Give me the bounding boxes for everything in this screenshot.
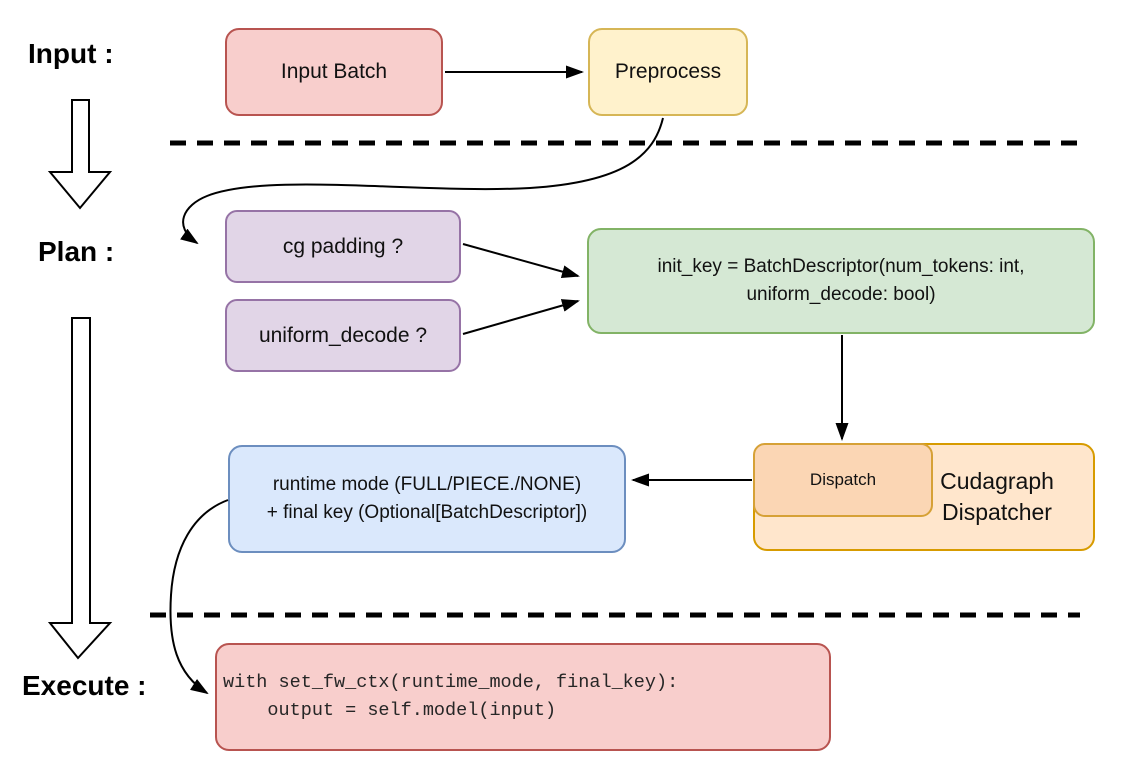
node-input-batch-label: Input Batch xyxy=(280,60,388,83)
node-uniform-decode: uniform_decode ? xyxy=(225,299,461,372)
node-execute-code: with set_fw_ctx(runtime_mode, final_key)… xyxy=(215,643,831,751)
stage-arrow-input-to-plan xyxy=(47,99,113,210)
stage-arrow-plan-to-execute xyxy=(47,317,113,660)
node-cudagraph-dispatcher-line1: Cudagraph xyxy=(940,468,1054,494)
node-init-key-line2: uniform_decode: bool) xyxy=(746,284,936,305)
arrow-uniform-decode-to-init-key xyxy=(462,299,580,335)
node-cg-padding: cg padding ? xyxy=(225,210,461,283)
arrow-cg-padding-to-init-key xyxy=(462,243,580,278)
node-input-batch: Input Batch xyxy=(225,28,443,116)
node-dispatch-label: Dispatch xyxy=(809,470,877,489)
node-init-key-line1: init_key = BatchDescriptor(num_tokens: i… xyxy=(657,256,1025,277)
node-dispatch: Dispatch xyxy=(753,443,933,517)
node-uniform-decode-label: uniform_decode ? xyxy=(258,323,428,347)
node-runtime-mode-line1: runtime mode (FULL/PIECE./NONE) xyxy=(272,474,582,495)
node-execute-code-line1: with set_fw_ctx(runtime_mode, final_key)… xyxy=(223,672,679,693)
node-execute-code-line2: output = self.model(input) xyxy=(223,700,557,721)
node-runtime-mode-line2: + final key (Optional[BatchDescriptor]) xyxy=(266,502,588,523)
node-preprocess: Preprocess xyxy=(588,28,748,116)
node-init-key: init_key = BatchDescriptor(num_tokens: i… xyxy=(587,228,1095,334)
stage-label-input: Input : xyxy=(28,38,114,69)
stage-label-execute: Execute : xyxy=(22,670,147,701)
node-runtime-mode: runtime mode (FULL/PIECE./NONE) + final … xyxy=(228,445,626,553)
node-cg-padding-label: cg padding ? xyxy=(282,234,404,258)
node-cudagraph-dispatcher-line2: Dispatcher xyxy=(942,499,1052,525)
stage-label-plan: Plan : xyxy=(38,236,115,267)
node-preprocess-label: Preprocess xyxy=(614,60,722,83)
